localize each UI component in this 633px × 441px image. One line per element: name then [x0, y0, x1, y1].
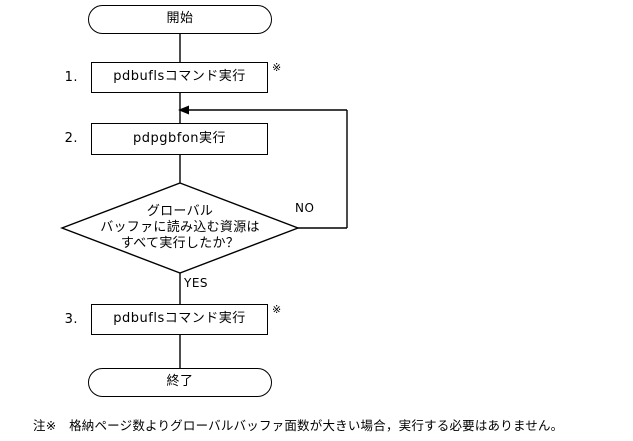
step-number-3: 3.: [64, 312, 78, 327]
node-decision-line-1: グローバル: [146, 203, 214, 219]
arrowhead-loop-back: [178, 105, 189, 115]
note-marker-step1: ※: [272, 61, 282, 74]
node-decision: グローバル バッファに読み込む資源は すべて実行したか？: [62, 183, 298, 273]
node-step3: pdbuflsコマンド実行: [91, 304, 268, 335]
footnote-text: 注※ 格納ページ数よりグローバルバッファ面数が大きい場合，実行する必要はありませ…: [33, 418, 564, 433]
node-decision-line-2: バッファに読み込む資源は: [100, 219, 260, 235]
node-end-label: 終了: [166, 374, 194, 390]
node-decision-text: グローバル バッファに読み込む資源は すべて実行したか？: [62, 183, 298, 273]
note-marker-step3: ※: [272, 303, 282, 316]
decision-diamond-shape: [60, 182, 300, 274]
node-step2: pdpgbfon実行: [91, 123, 268, 155]
node-start: 開始: [88, 5, 272, 34]
edge-label-yes: YES: [184, 276, 209, 290]
node-step1: pdbuflsコマンド実行: [91, 62, 268, 93]
node-decision-line-3: すべて実行したか？: [120, 236, 240, 252]
node-step1-label: pdbuflsコマンド実行: [113, 69, 246, 85]
node-start-label: 開始: [166, 11, 194, 27]
node-step3-label: pdbuflsコマンド実行: [113, 311, 246, 327]
edge-label-no: NO: [295, 201, 315, 215]
step-number-2: 2.: [64, 131, 78, 146]
node-step2-label: pdpgbfon実行: [132, 130, 227, 146]
step-number-1: 1.: [64, 70, 78, 85]
node-end: 終了: [88, 368, 272, 397]
